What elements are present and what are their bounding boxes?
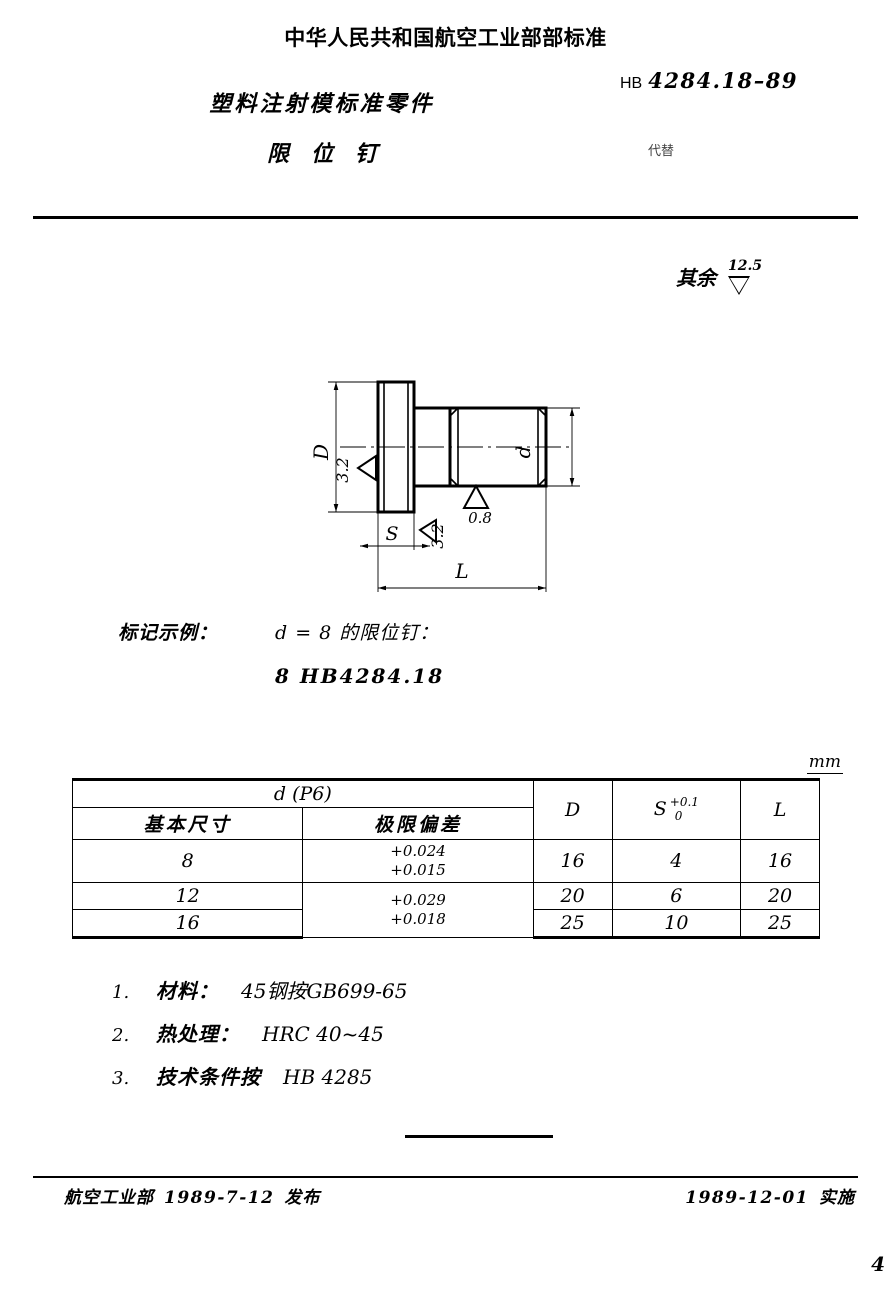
document-title-line2: 限位钉 [266,141,399,167]
document-title-line1: 塑料注射模标准零件 [209,91,435,117]
cell-L: 25 [740,908,820,939]
header-S-tol-lower: 0 [674,809,683,823]
general-roughness-value: 12.5 [728,258,763,274]
footer-effective-date: 1989-12-01 [685,1188,809,1208]
note-number: 1. [112,982,130,1003]
note-item: 1. 材料： 45钢按GB699-65 [112,975,408,1004]
roughness-triangle-icon [728,276,750,295]
cell-basic-size: 8 [71,839,304,883]
roughness-seat-3_2-label: 3.2 [428,523,447,548]
cell-D: 25 [532,908,613,939]
tolerance-lower: +0.018 [390,909,446,928]
header-d-group: d (P6) [72,778,534,808]
footer-issuer: 航空工业部 [64,1188,154,1208]
header-divider-rule [33,216,858,219]
cell-tolerance: +0.029 +0.018 [302,881,534,938]
cell-basic-size: 16 [71,908,304,939]
standard-number-value: 4284.18–89 [648,68,798,93]
page-number: 4 [871,1252,885,1274]
cell-S: 4 [611,839,742,883]
footer-effective-action: 实施 [819,1188,855,1208]
tolerance-upper: +0.024 [390,842,446,860]
general-roughness-label: 其余 [676,266,716,290]
note-value: HRC 40~45 [262,1022,384,1046]
dimension-D [328,381,382,513]
notes-divider-rule [405,1135,553,1138]
dimension-d [544,407,580,487]
footer-issue-date: 1989-7-12 [164,1188,275,1208]
header-basic-size: 基本尺寸 [71,807,304,840]
footer-divider-rule [33,1176,858,1178]
national-standard-title: 中华人民共和国航空工业部部标准 [284,27,607,50]
cell-D: 20 [532,881,613,910]
dimension-L-label: L [454,559,468,583]
footer-issue-block: 航空工业部 1989-7-12 发布 [64,1183,320,1208]
footer-effective-block: 1989-12-01 实施 [675,1183,855,1208]
note-value: 45钢按GB699-65 [241,979,408,1003]
dimension-d-label: d [511,446,535,459]
cell-tolerance: +0.024 +0.015 [302,839,534,883]
dimension-S-label: S [385,523,398,545]
cell-L: 16 [740,839,820,883]
roughness-shank-0_8-label: 0.8 [468,509,492,527]
note-item: 3. 技术条件按 HB 4285 [112,1061,408,1090]
tolerance-stack: +0.024 +0.015 [390,842,446,880]
cell-basic-size: 12 [71,881,304,910]
table-row: 16 25 10 25 [71,908,820,939]
cell-D: 16 [532,839,613,883]
standard-number-prefix: HB [620,75,643,92]
roughness-symbol-icon: 12.5 [724,258,762,296]
cell-S: 6 [611,881,742,910]
table-header-row-sub: 基本尺寸 极限偏差 [71,807,820,840]
header-S-tol-upper: +0.1 [669,795,699,810]
note-value: HB 4285 [283,1065,373,1089]
standard-number: HB 4284.18–89 [620,68,798,94]
header-D: D [532,778,613,840]
note-key: 热处理： [156,1022,240,1046]
marking-example-line1: d = 8 的限位钉： [275,622,440,644]
table-unit-label: mm [806,752,843,774]
header-L: L [740,778,820,840]
replaces-label: 代替 [648,144,675,159]
note-number: 3. [112,1068,130,1089]
part-technical-drawing: D d S L 3.2 0. [309,380,580,592]
table-row: 8 +0.024 +0.015 16 4 16 [71,839,820,883]
dimension-D-label: D [309,444,333,461]
cell-S: 10 [611,908,742,939]
roughness-seat-3_2-icon [418,518,437,544]
roughness-flange-3_2-label: 3.2 [333,457,352,482]
general-roughness-note: 其余 12.5 [676,258,762,296]
marking-example-line2: 8 HB4284.18 [275,664,445,688]
roughness-flange-3_2-icon [356,454,377,482]
note-item: 2. 热处理： HRC 40~45 [112,1018,408,1047]
note-key: 材料： [156,979,219,1003]
tolerance-lower: +0.015 [390,860,446,879]
header-limit-deviation: 极限偏差 [302,807,534,840]
header-S-symbol: S [653,798,667,820]
tolerance-upper: +0.029 [390,890,446,909]
roughness-shank-0_8-icon [462,483,490,509]
footer-issue-action: 发布 [284,1188,321,1208]
note-number: 2. [112,1025,130,1046]
cell-L: 20 [740,881,820,910]
note-key: 技术条件按 [156,1065,261,1089]
marking-example-label: 标记示例： [118,622,219,644]
tolerance-stack: +0.029 +0.018 [390,891,446,929]
table-row: 12 +0.029 +0.018 20 6 20 [71,881,820,938]
technical-notes-list: 1. 材料： 45钢按GB699-65 2. 热处理： HRC 40~45 3.… [112,975,408,1104]
